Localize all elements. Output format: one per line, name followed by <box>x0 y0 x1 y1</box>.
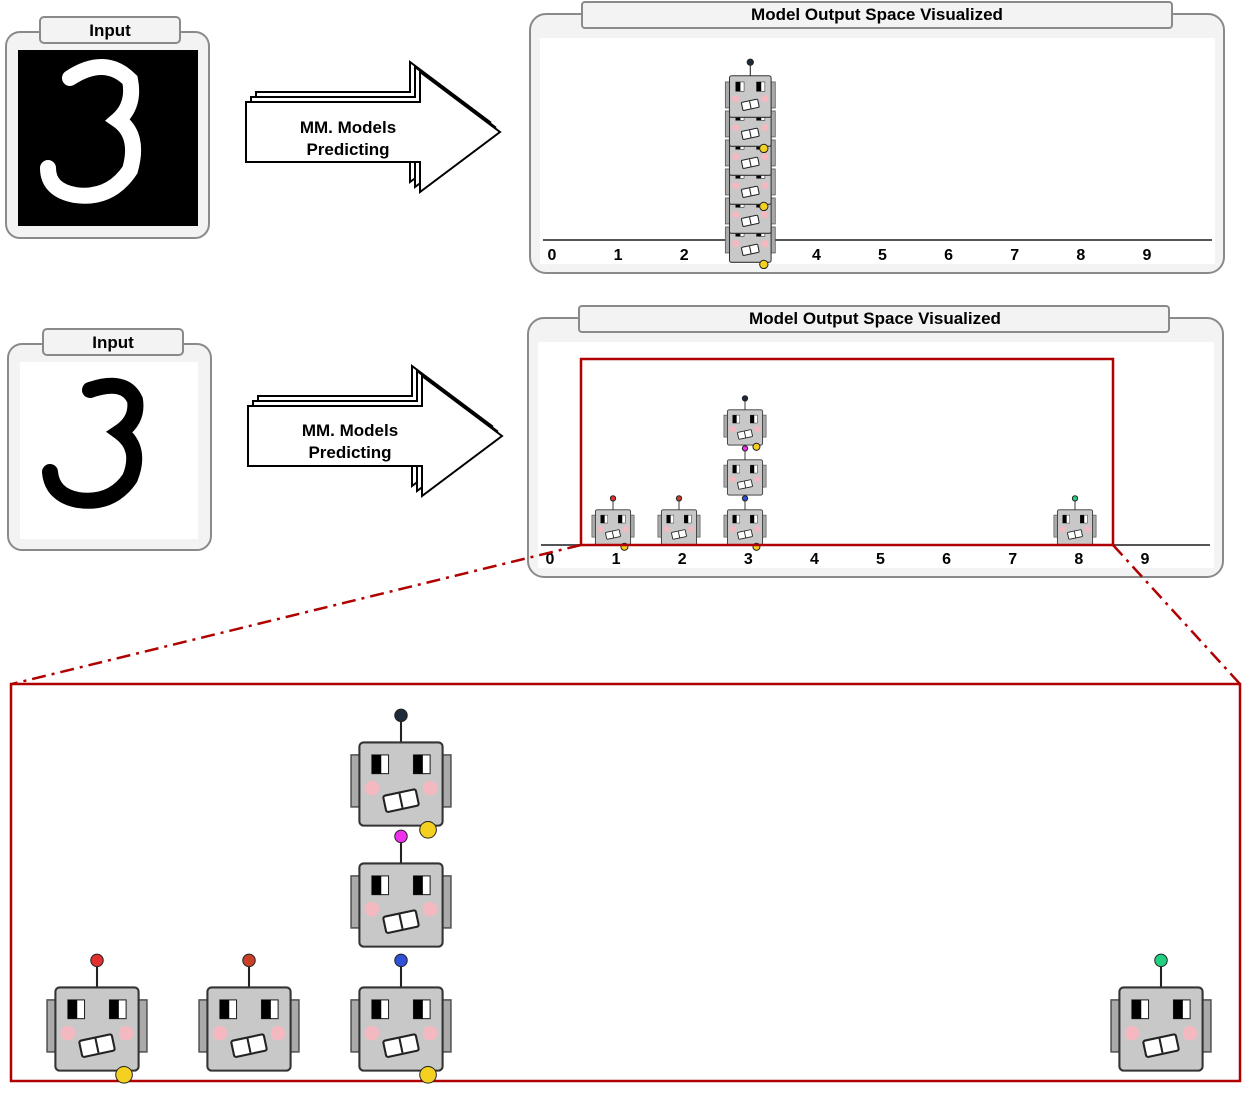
antenna-icon <box>1071 495 1079 502</box>
antenna-icon <box>394 953 408 968</box>
top-digit-image <box>40 59 141 204</box>
check-badge-icon <box>759 259 769 270</box>
antenna-icon <box>394 708 408 723</box>
highlight-box <box>579 357 1115 547</box>
top-tick-7: 7 <box>1010 247 1019 264</box>
zoom-connector-right <box>1112 544 1241 685</box>
bottom-input-title: Input <box>92 333 134 352</box>
bottom-robot-3 <box>723 445 767 496</box>
top-robot-5 <box>724 58 776 118</box>
bottom-tick-4: 4 <box>810 551 819 568</box>
top-input-panel: Input <box>5 16 210 239</box>
check-badge-icon <box>419 1065 437 1084</box>
zoom-robot-4 <box>350 708 452 839</box>
zoom-panel <box>9 682 1242 1084</box>
top-arrow-line1: MM. Models <box>300 118 396 137</box>
antenna-icon <box>741 495 749 502</box>
bottom-input-panel: Input <box>7 328 212 551</box>
bottom-digit-image <box>42 377 144 509</box>
top-input-title: Input <box>89 21 131 40</box>
bottom-arrow-line2: Predicting <box>308 443 391 462</box>
bottom-output-title: Model Output Space Visualized <box>749 309 1001 328</box>
antenna-icon <box>90 953 104 968</box>
zoom-robot-1 <box>198 953 300 1072</box>
top-tick-2: 2 <box>680 247 689 264</box>
antenna-icon <box>394 829 408 844</box>
top-tick-6: 6 <box>944 247 953 264</box>
bottom-tick-7: 7 <box>1008 551 1017 568</box>
bottom-arrow: MM. Models Predicting <box>247 364 504 498</box>
bottom-axis-ticks: 0 1 2 3 4 5 6 7 8 9 <box>546 551 1150 568</box>
zoom-robot-5 <box>1110 953 1212 1072</box>
antenna-icon <box>1154 953 1168 968</box>
bottom-arrow-line1: MM. Models <box>302 421 398 440</box>
bottom-tick-2: 2 <box>678 551 687 568</box>
bottom-tick-1: 1 <box>612 551 621 568</box>
check-badge-icon <box>419 820 437 839</box>
bottom-tick-0: 0 <box>546 551 555 568</box>
top-tick-4: 4 <box>812 247 821 264</box>
antenna-icon <box>609 495 617 502</box>
zoom-robot-2 <box>350 953 452 1084</box>
top-arrow-line2: Predicting <box>306 140 389 159</box>
top-tick-8: 8 <box>1076 247 1085 264</box>
top-tick-5: 5 <box>878 247 887 264</box>
bottom-robot-1 <box>657 495 701 546</box>
bottom-tick-6: 6 <box>942 551 951 568</box>
antenna-icon <box>242 953 256 968</box>
antenna-icon <box>746 58 754 66</box>
zoom-robot-0 <box>46 953 148 1084</box>
top-tick-9: 9 <box>1142 247 1151 264</box>
check-badge-icon <box>759 201 769 212</box>
check-badge-icon <box>115 1065 133 1084</box>
zoom-connector-left <box>11 543 582 686</box>
top-robot-stack <box>724 58 776 270</box>
top-arrow: MM. Models Predicting <box>245 60 502 194</box>
bottom-tick-8: 8 <box>1074 551 1083 568</box>
check-badge-icon <box>759 143 769 154</box>
zoom-robot-3 <box>350 829 452 948</box>
bottom-tick-9: 9 <box>1140 551 1149 568</box>
top-tick-1: 1 <box>614 247 623 264</box>
antenna-icon <box>675 495 683 502</box>
bottom-tick-3: 3 <box>744 551 753 568</box>
bottom-robot-5 <box>1053 495 1097 546</box>
check-badge-icon <box>752 442 761 451</box>
bottom-tick-5: 5 <box>876 551 885 568</box>
antenna-icon <box>741 445 749 452</box>
top-output-title: Model Output Space Visualized <box>751 5 1003 24</box>
antenna-icon <box>741 395 749 402</box>
zoom-robots <box>46 708 1212 1084</box>
top-tick-0: 0 <box>548 247 557 264</box>
bottom-robot-4 <box>723 395 767 451</box>
bottom-output-panel: Model Output Space Visualized 0 1 2 3 4 5 6 7 8 9 <box>527 305 1224 578</box>
